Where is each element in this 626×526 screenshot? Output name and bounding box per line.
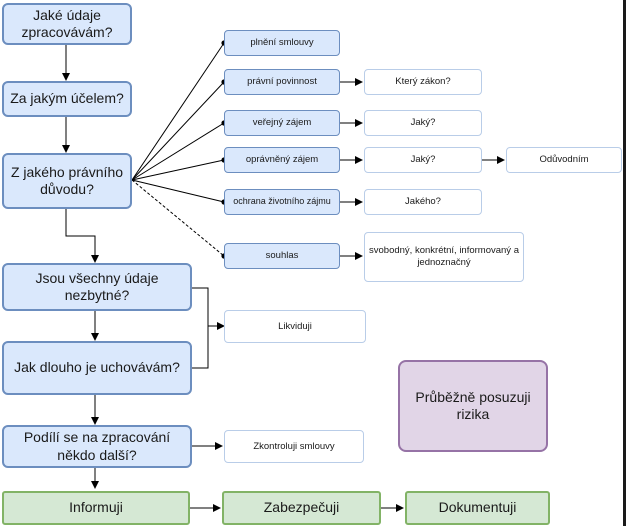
detail-verejny-jaky: Jaký?: [364, 110, 482, 136]
edge-fan-opravneny: [131, 159, 225, 181]
detail-oduvodnim: Odůvodním: [506, 147, 622, 173]
edge-fan-plneni: [131, 42, 225, 181]
question-dalsi-zpracovatel: Podílí se na zpracování někdo další?: [2, 425, 192, 468]
question-nezbytne: Jsou všechny údaje nezbytné?: [2, 263, 192, 311]
step-zabezpecuji: Zabezpečuji: [222, 491, 381, 525]
legal-basis-souhlas: souhlas: [224, 243, 340, 269]
edge-q3-q4: [65, 209, 99, 263]
ongoing-risk-assessment: Průběžně posuzuji rizika: [398, 360, 548, 452]
detail-opravneny-jaky: Jaký?: [364, 147, 482, 173]
question-jak-dlouho: Jak dlouho je uchovávám?: [2, 341, 192, 395]
legal-basis-ochrana-zivotniho-zajmu: ochrana životního zájmu: [224, 189, 340, 215]
edge-fan-povinnost: [131, 81, 225, 181]
question-pravni-duvod: Z jakého právního důvodu?: [2, 153, 132, 209]
detail-jakeho: Jakého?: [364, 189, 482, 215]
image-border: [623, 0, 626, 526]
question-ucel: Za jakým účelem?: [2, 81, 132, 117]
step-informuji: Informuji: [2, 491, 190, 525]
action-likviduji: Likviduji: [224, 310, 366, 343]
edge-fan-ochrana: [131, 179, 225, 203]
step-dokumentuji: Dokumentuji: [405, 491, 550, 525]
legal-basis-opravneny-zajem: oprávněný zájem: [224, 147, 340, 173]
action-zkontroluji-smlouvy: Zkontroluji smlouvy: [224, 430, 364, 463]
edge-fan-verejny: [131, 122, 225, 181]
legal-basis-plneni-smlouvy: plnění smlouvy: [224, 30, 340, 56]
question-jake-udaje: Jaké údaje zpracovávám?: [2, 3, 132, 45]
edge-bracket-likviduji: [192, 287, 209, 369]
legal-basis-verejny-zajem: veřejný zájem: [224, 110, 340, 136]
detail-souhlas-podminky: svobodný, konkrétní, informovaný a jedno…: [364, 232, 524, 282]
detail-ktery-zakon: Který zákon?: [364, 69, 482, 95]
legal-basis-pravni-povinnost: právní povinnost: [224, 69, 340, 95]
